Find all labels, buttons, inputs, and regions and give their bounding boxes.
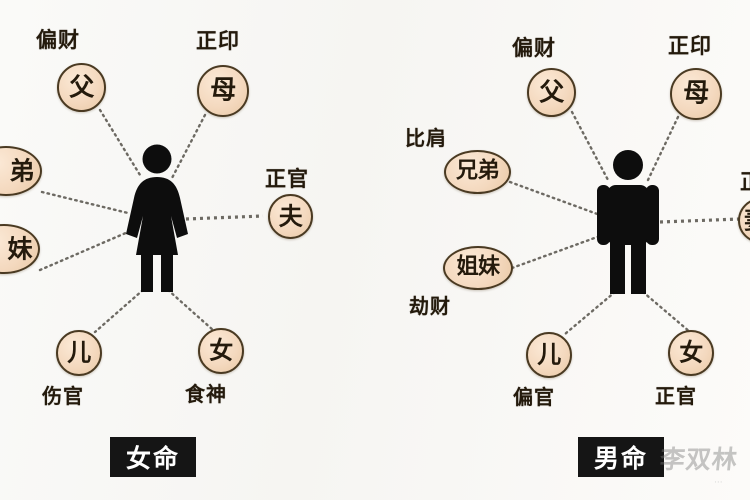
edge-sisters: [510, 234, 602, 270]
node-daughter-left-glyph: 女: [209, 336, 233, 365]
edge-father: [98, 108, 142, 177]
node-daughter-left[interactable]: 女: [198, 328, 244, 374]
edge-younger-brother: [40, 190, 130, 215]
node-son-left[interactable]: 儿: [56, 330, 102, 376]
tag-father-left: 偏财: [36, 28, 80, 52]
edge-brothers: [508, 180, 602, 217]
node-son-left-glyph: 儿: [67, 338, 91, 367]
node-daughter-right[interactable]: 女: [668, 330, 714, 376]
tag-son-right: 偏官: [513, 385, 555, 409]
watermark-text: 李双林: [658, 445, 740, 474]
watermark-mark: ···: [714, 478, 723, 488]
node-younger-brother-left-glyph: 弟: [9, 156, 34, 185]
tag-son-left: 伤官: [42, 384, 84, 408]
tag-brothers: 比肩: [405, 126, 447, 150]
node-husband-left[interactable]: 夫: [268, 194, 313, 239]
edge-daughter: [166, 288, 215, 332]
node-mother-right[interactable]: 母: [670, 68, 722, 120]
caption-female-chart: 女命: [110, 437, 196, 477]
tag-daughter-left: 食神: [185, 382, 227, 406]
node-sisters[interactable]: 姐妹: [443, 246, 513, 290]
edge-mother: [170, 113, 207, 180]
tag-mother-left: 正印: [196, 29, 240, 53]
node-wife-glyph: 妻: [744, 208, 750, 232]
node-mother-left-glyph: 母: [210, 75, 236, 106]
node-younger-sister-left-glyph: 妹: [7, 234, 32, 263]
node-father-left-glyph: 父: [69, 72, 94, 102]
node-father-right-glyph: 父: [539, 77, 564, 107]
edge-husband: [185, 214, 264, 221]
tag-mother-right: 正印: [668, 34, 712, 58]
node-mother-left[interactable]: 母: [197, 65, 249, 117]
edge-son-m: [563, 290, 617, 336]
female-figure: [122, 142, 192, 292]
node-daughter-right-glyph: 女: [679, 338, 703, 367]
node-father-right[interactable]: 父: [527, 68, 576, 117]
edge-mother-m: [646, 115, 680, 182]
tag-daughter-right: 正官: [655, 384, 697, 408]
edge-father-m: [570, 110, 610, 182]
node-sisters-glyph: 姐妹: [456, 254, 500, 280]
node-father-left[interactable]: 父: [57, 63, 106, 112]
node-son-right[interactable]: 儿: [526, 332, 572, 378]
edge-son: [93, 288, 145, 334]
node-son-right-glyph: 儿: [537, 340, 561, 369]
male-figure: [594, 148, 662, 294]
edge-wife: [659, 217, 741, 224]
tag-sisters: 劫财: [409, 294, 451, 318]
node-mother-right-glyph: 母: [683, 78, 709, 109]
tag-father-right: 偏财: [512, 36, 556, 60]
node-brothers-glyph: 兄弟: [455, 158, 500, 184]
node-brothers[interactable]: 兄弟: [444, 150, 511, 194]
tag-wife: 正财: [740, 166, 750, 196]
tag-husband-left: 正官: [265, 167, 309, 191]
caption-male-chart: 男命: [578, 437, 664, 477]
edge-younger-sister: [38, 230, 130, 272]
edge-daughter-m: [641, 290, 692, 334]
node-husband-left-glyph: 夫: [278, 202, 303, 230]
